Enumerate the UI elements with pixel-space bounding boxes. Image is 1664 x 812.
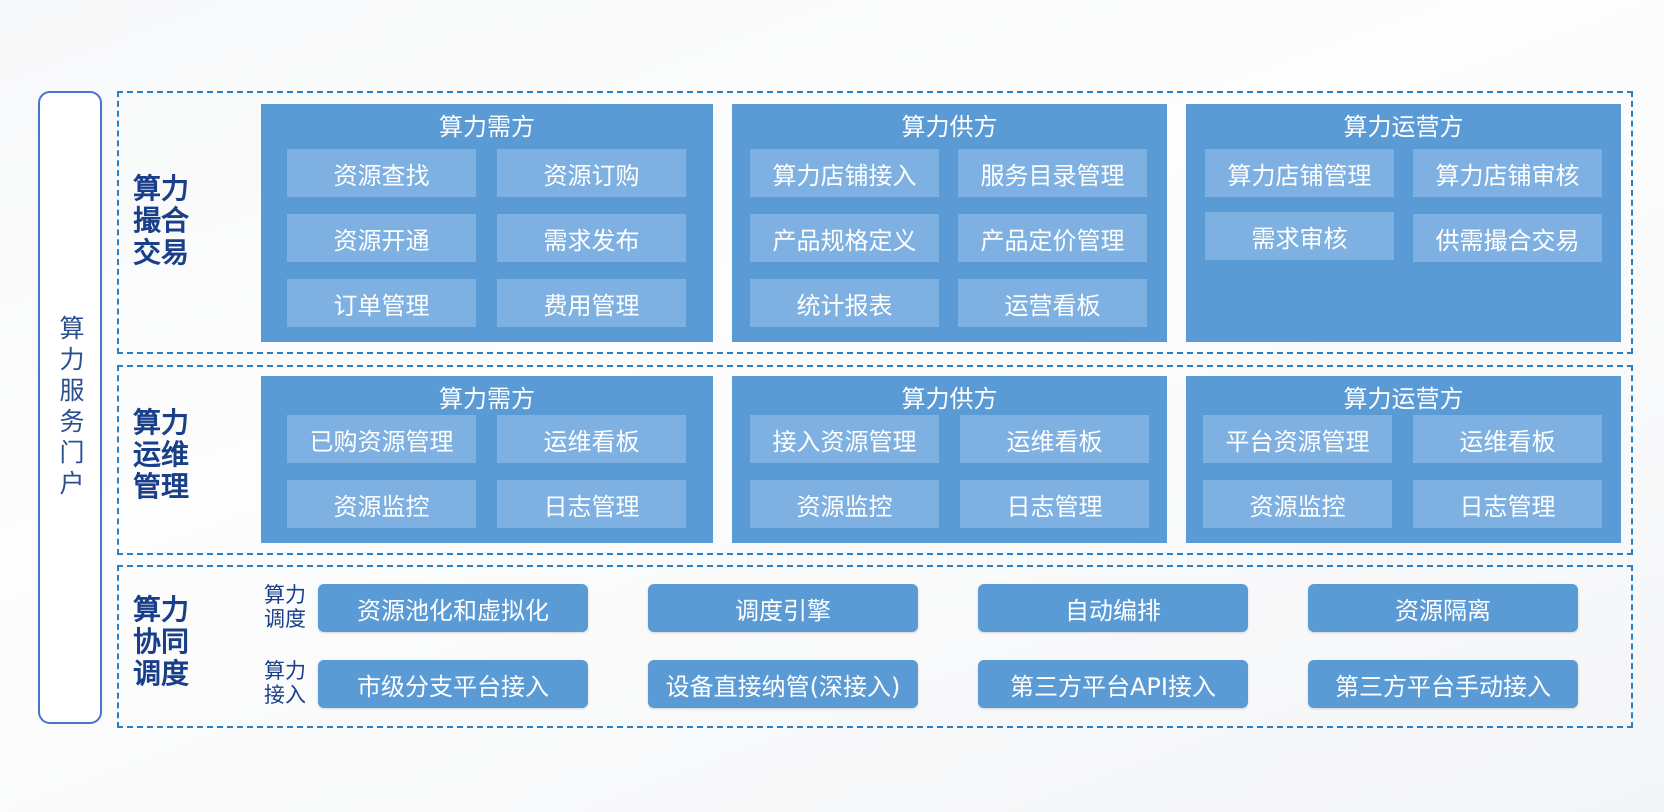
ops-operator-item[interactable]: 平台资源管理 <box>1203 415 1392 463</box>
ops-layer-title: 算力运维管理 <box>133 406 190 503</box>
ops-supply-item[interactable]: 接入资源管理 <box>750 415 939 463</box>
collab-layer: 算力协同调度 算力调度 资源池化和虚拟化 调度引擎 自动编排 资源隔离 算力接入… <box>117 565 1633 728</box>
matching-supply-item[interactable]: 算力店铺接入 <box>750 149 939 197</box>
access-item[interactable]: 第三方平台手动接入 <box>1308 660 1578 708</box>
panel-title: 算力供方 <box>901 385 998 413</box>
matching-demand-panel: 算力需方 资源查找 资源订购 资源开通 需求发布 订单管理 费用管理 <box>261 104 713 342</box>
scheduling-item[interactable]: 自动编排 <box>978 584 1248 632</box>
matching-demand-item[interactable]: 需求发布 <box>497 214 686 262</box>
panel-title: 算力需方 <box>439 113 535 141</box>
matching-operator-item[interactable]: 供需撮合交易 <box>1413 214 1602 262</box>
panel-title: 算力运营方 <box>1343 385 1464 413</box>
scheduling-item[interactable]: 资源池化和虚拟化 <box>318 584 588 632</box>
ops-operator-item[interactable]: 日志管理 <box>1413 480 1602 528</box>
ops-supply-item[interactable]: 日志管理 <box>960 480 1149 528</box>
ops-operator-panel: 算力运营方 平台资源管理 运维看板 资源监控 日志管理 <box>1186 376 1621 543</box>
scheduling-item[interactable]: 调度引擎 <box>648 584 918 632</box>
matching-supply-item[interactable]: 产品定价管理 <box>958 214 1147 262</box>
ops-layer: 算力运维管理 算力需方 已购资源管理 运维看板 资源监控 日志管理 算力供方 接… <box>117 365 1633 555</box>
matching-demand-item[interactable]: 资源订购 <box>497 149 686 197</box>
matching-supply-item[interactable]: 服务目录管理 <box>958 149 1147 197</box>
matching-demand-item[interactable]: 资源查找 <box>287 149 476 197</box>
matching-demand-item[interactable]: 订单管理 <box>287 279 476 327</box>
matching-demand-item[interactable]: 费用管理 <box>497 279 686 327</box>
scheduling-item[interactable]: 资源隔离 <box>1308 584 1578 632</box>
panel-title: 算力运营方 <box>1343 113 1464 141</box>
matching-supply-item[interactable]: 统计报表 <box>750 279 939 327</box>
service-portal[interactable]: 算力服务门户 <box>38 91 102 724</box>
panel-title: 算力需方 <box>439 385 535 413</box>
matching-operator-item[interactable]: 需求审核 <box>1205 212 1394 260</box>
service-portal-label: 算力服务门户 <box>56 314 85 501</box>
ops-supply-panel: 算力供方 接入资源管理 运维看板 资源监控 日志管理 <box>732 376 1167 543</box>
matching-operator-item[interactable]: 算力店铺管理 <box>1205 149 1394 197</box>
ops-demand-item[interactable]: 运维看板 <box>497 415 686 463</box>
ops-operator-item[interactable]: 运维看板 <box>1413 415 1602 463</box>
matching-demand-item[interactable]: 资源开通 <box>287 214 476 262</box>
scheduling-label: 算力调度 <box>264 583 306 631</box>
ops-demand-item[interactable]: 日志管理 <box>497 480 686 528</box>
access-item[interactable]: 市级分支平台接入 <box>318 660 588 708</box>
matching-layer: 算力撮合交易 算力需方 资源查找 资源订购 资源开通 需求发布 订单管理 费用管… <box>117 91 1633 354</box>
matching-supply-panel: 算力供方 算力店铺接入 服务目录管理 产品规格定义 产品定价管理 统计报表 运营… <box>732 104 1167 342</box>
panel-title: 算力供方 <box>901 113 998 141</box>
ops-demand-panel: 算力需方 已购资源管理 运维看板 资源监控 日志管理 <box>261 376 713 543</box>
matching-operator-item[interactable]: 算力店铺审核 <box>1413 149 1602 197</box>
matching-operator-panel: 算力运营方 算力店铺管理 算力店铺审核 需求审核 供需撮合交易 <box>1186 104 1621 342</box>
ops-supply-item[interactable]: 运维看板 <box>960 415 1149 463</box>
ops-demand-item[interactable]: 资源监控 <box>287 480 476 528</box>
access-item[interactable]: 第三方平台API接入 <box>978 660 1248 708</box>
collab-layer-title: 算力协同调度 <box>133 593 190 690</box>
matching-layer-title: 算力撮合交易 <box>133 172 190 269</box>
ops-operator-item[interactable]: 资源监控 <box>1203 480 1392 528</box>
ops-supply-item[interactable]: 资源监控 <box>750 480 939 528</box>
matching-supply-item[interactable]: 产品规格定义 <box>750 214 939 262</box>
access-label: 算力接入 <box>264 659 306 707</box>
matching-supply-item[interactable]: 运营看板 <box>958 279 1147 327</box>
access-item[interactable]: 设备直接纳管(深接入) <box>648 660 918 708</box>
ops-demand-item[interactable]: 已购资源管理 <box>287 415 476 463</box>
